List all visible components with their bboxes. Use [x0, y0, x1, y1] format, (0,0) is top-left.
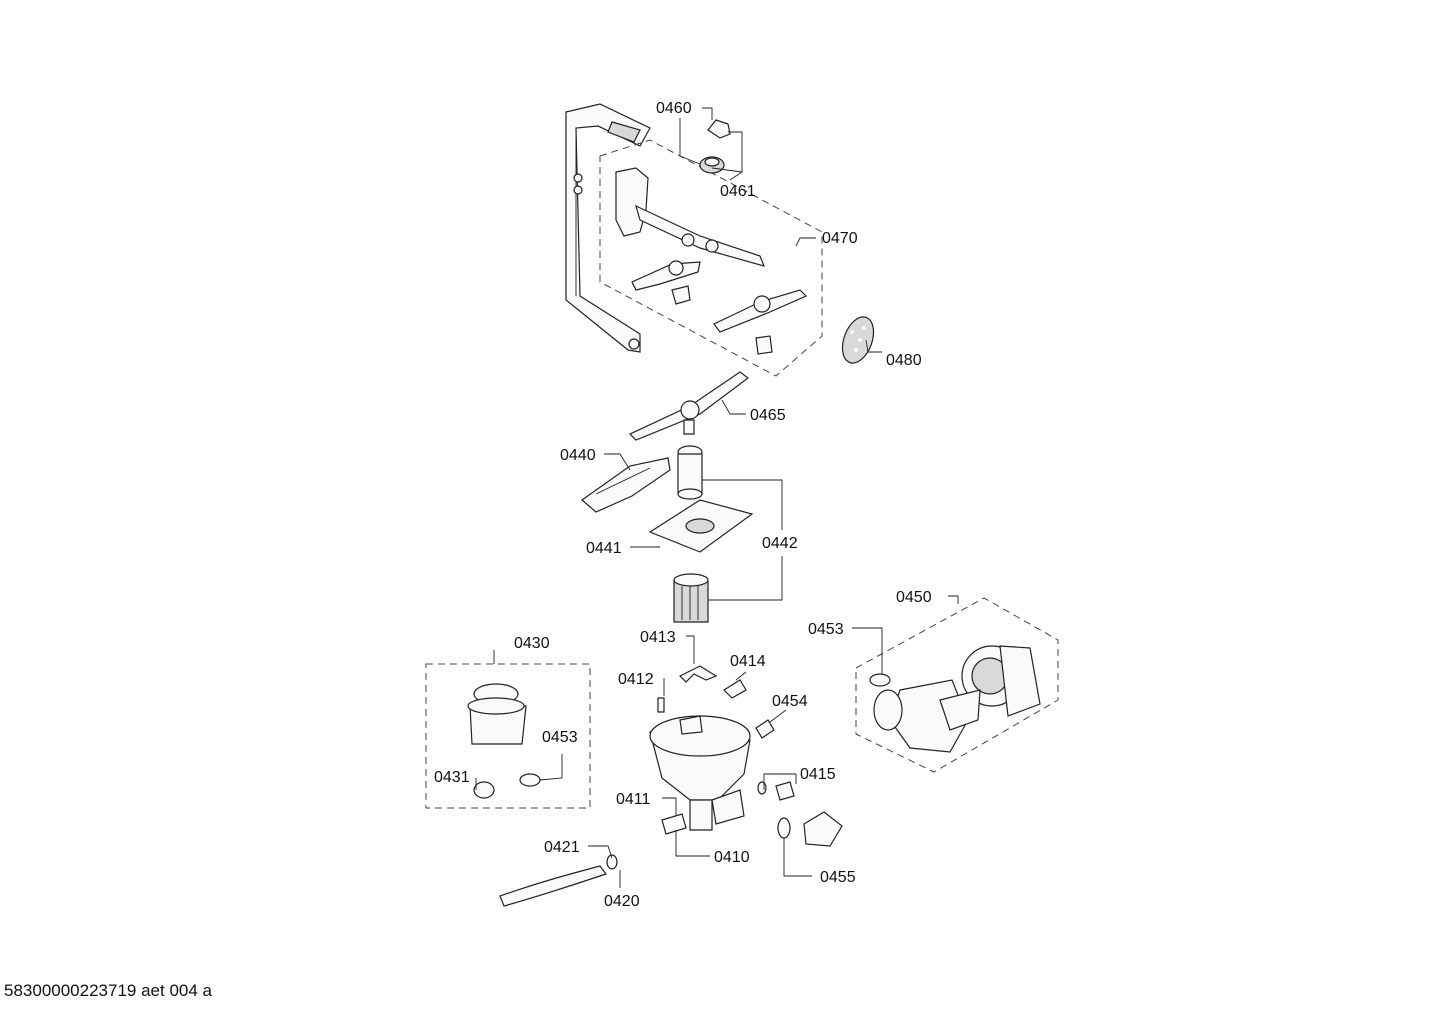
callout-0480: 0480	[886, 352, 922, 369]
filter-cylinder-0442	[677, 445, 703, 500]
callout-0454: 0454	[772, 693, 808, 710]
sump-0410	[649, 715, 751, 831]
leader-lines	[475, 107, 959, 888]
hose-clamp-0453-right	[869, 673, 891, 687]
heat-pump-0450	[873, 645, 1041, 753]
part-0431	[473, 781, 495, 799]
spray-arm-clip-parts	[699, 119, 731, 174]
flat-filter-0441	[648, 499, 754, 553]
diagram-reference-number: 58300000223719 aet 004 a	[4, 981, 212, 1000]
lower-spray-arm-0465	[628, 371, 749, 441]
fine-filter-0440	[581, 457, 671, 513]
callout-0453-left: 0453	[542, 729, 578, 746]
callout-0421: 0421	[544, 839, 580, 856]
filter-disc-0480	[841, 316, 875, 364]
clamp-0453-left	[519, 773, 541, 787]
callout-0455: 0455	[820, 869, 856, 886]
supply-pipe-illustration	[565, 103, 651, 353]
callout-0441: 0441	[586, 540, 622, 557]
callout-0430: 0430	[514, 635, 550, 652]
callout-labels: 0460 0461 0470 0480 0465 0440 0441 0442 …	[434, 100, 932, 910]
callout-0470: 0470	[822, 230, 858, 247]
upper-spray-arm-illustration	[615, 167, 808, 355]
callout-0450: 0450	[896, 589, 932, 606]
callout-0415: 0415	[800, 766, 836, 783]
callout-0442: 0442	[762, 535, 798, 552]
callout-0410: 0410	[714, 849, 750, 866]
small-parts-0412-0413-0414	[657, 665, 775, 739]
callout-0461: 0461	[720, 183, 756, 200]
callout-0440: 0440	[560, 447, 596, 464]
drain-hose-0420-0421	[499, 854, 618, 907]
heat-pump-dashed-group	[855, 597, 1059, 773]
upper-assembly-dashed-group	[599, 139, 823, 377]
callout-0465: 0465	[750, 407, 786, 424]
circulation-pump-0430	[467, 683, 527, 745]
circulation-pump-dashed-group	[425, 663, 591, 809]
micro-filter-0442	[673, 573, 709, 623]
sensor-0455	[777, 811, 843, 847]
callout-0460: 0460	[656, 100, 692, 117]
callout-0413: 0413	[640, 629, 676, 646]
callout-0411: 0411	[616, 791, 651, 808]
callout-0431: 0431	[434, 769, 470, 786]
callout-0453-right: 0453	[808, 621, 844, 638]
callout-0414: 0414	[730, 653, 766, 670]
callout-0420: 0420	[604, 893, 640, 910]
callout-0412: 0412	[618, 671, 654, 688]
